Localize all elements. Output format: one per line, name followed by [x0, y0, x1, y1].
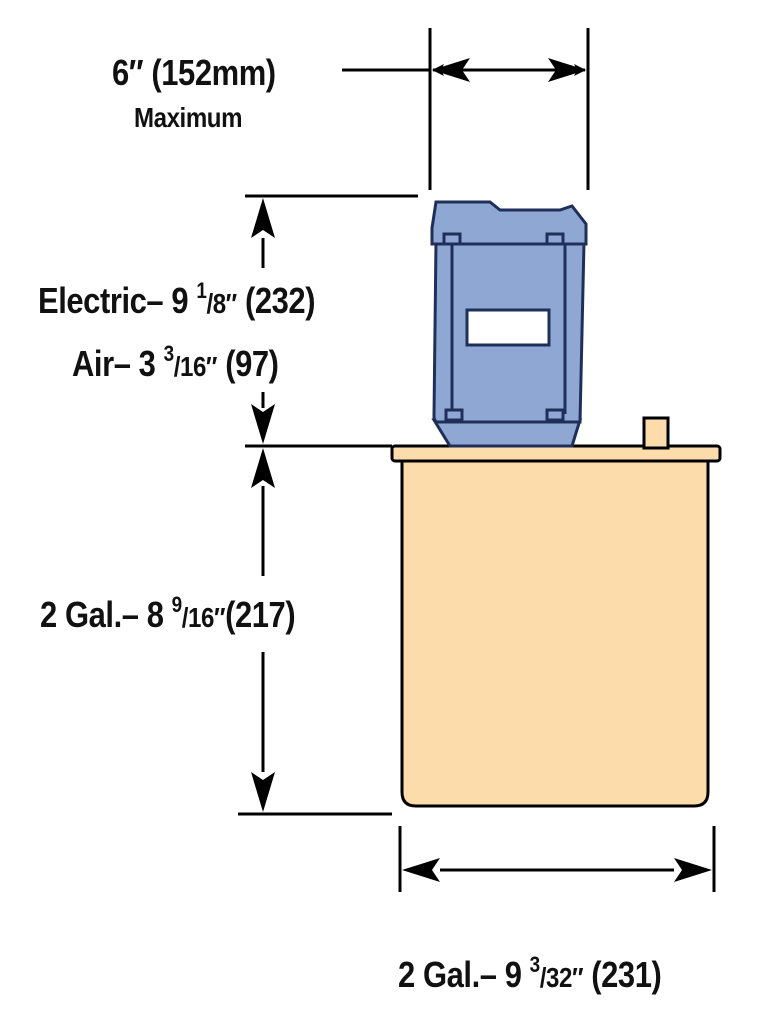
reservoir-tank: [390, 416, 722, 808]
tank-height-denominator: /16″: [181, 602, 226, 633]
top-arrowhead-right: [548, 58, 586, 82]
motor-bolt-tr: [545, 232, 565, 246]
motor-bolt-bl: [444, 408, 464, 422]
motor-arrowhead-down: [251, 404, 275, 444]
electric-height-label: Electric– 9 1/8″ (232): [38, 278, 316, 322]
tank-height-suffix: (217): [225, 594, 296, 635]
tank-height-numerator: 9: [171, 592, 183, 617]
tank-width-suffix: (231): [583, 954, 662, 995]
left-height-dimension: [238, 194, 418, 816]
motor-bolt-br: [545, 408, 565, 422]
tank-width-numerator: 3: [529, 952, 541, 977]
tank-height-label: 2 Gal.– 8 9/16″(217): [40, 592, 296, 636]
bottom-arrowhead-left: [402, 858, 440, 882]
tank-width-denominator: /32″: [539, 962, 584, 993]
electric-suffix: (232): [236, 280, 316, 321]
motor-nameplate: [465, 308, 551, 347]
tank-height-prefix: 2 Gal.– 8: [40, 594, 172, 635]
bottom-arrowhead-right: [674, 858, 712, 882]
width-max-qualifier: Maximum: [134, 102, 243, 133]
electric-numerator: 1: [196, 278, 207, 303]
tank-arrowhead-up: [251, 448, 275, 488]
tank-lid: [390, 444, 722, 463]
electric-denominator: /8″: [206, 288, 237, 319]
tank-width-prefix: 2 Gal.– 9: [398, 954, 530, 995]
pump-motor: [430, 200, 588, 448]
air-height-label: Air– 3 3/16″ (97): [72, 341, 279, 385]
tank-arrowhead-down: [251, 772, 275, 812]
air-denominator: /16″: [173, 351, 218, 382]
top-arrowhead-left: [432, 58, 470, 82]
fill-cap: [642, 416, 670, 450]
motor-bolt-tl: [442, 232, 462, 246]
tank-width-label: 2 Gal.– 9 3/32″ (231): [398, 952, 662, 996]
air-suffix: (97): [217, 343, 279, 384]
width-max-label: 6″ (152mm): [112, 52, 276, 93]
tank-body: [400, 458, 710, 808]
air-prefix: Air– 3: [72, 343, 164, 384]
air-numerator: 3: [163, 341, 175, 366]
electric-prefix: Electric– 9: [38, 280, 197, 321]
motor-base: [431, 418, 583, 448]
motor-arrowhead-up: [251, 198, 275, 238]
top-width-dimension: [342, 28, 590, 190]
bottom-width-dimension: [398, 826, 716, 892]
